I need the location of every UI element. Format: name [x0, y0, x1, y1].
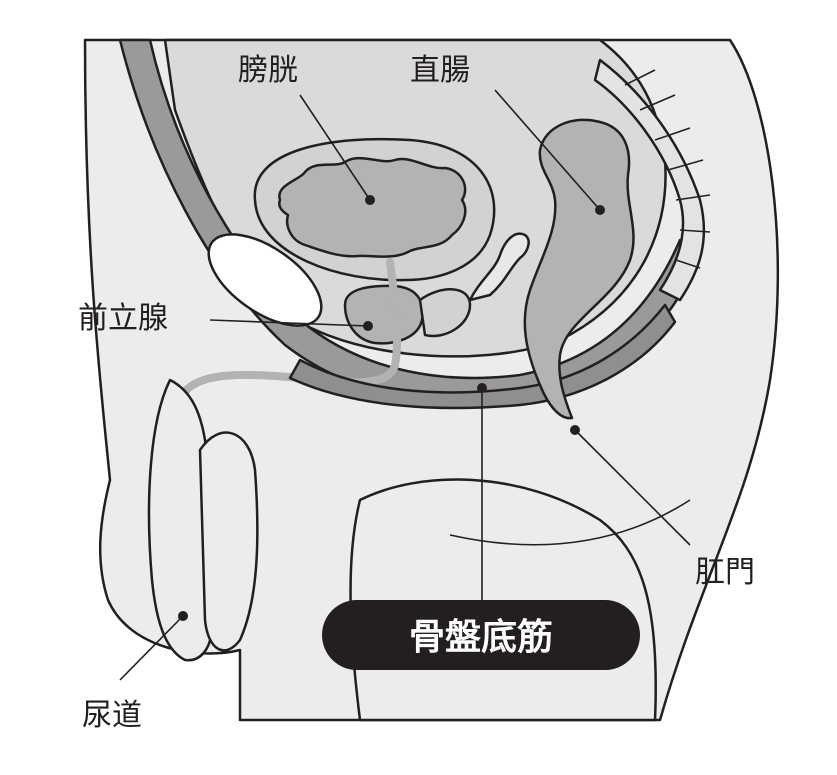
leader-anus — [570, 425, 691, 546]
spine — [593, 58, 711, 302]
penis — [147, 378, 215, 662]
bladder — [278, 156, 467, 258]
label-urethra: 尿道 — [82, 698, 142, 733]
label-rectum: 直腸 — [410, 53, 470, 88]
vas-deferens — [468, 232, 530, 302]
thigh-crease — [449, 499, 691, 546]
rectum — [523, 118, 635, 420]
scrotum — [198, 431, 259, 652]
leader-rectum — [494, 89, 605, 215]
label-pelvic-floor: 骨盤底筋 — [409, 617, 553, 658]
pelvic-floor-badge — [322, 600, 640, 670]
pelvic-floor-muscle — [288, 303, 677, 410]
leader-urethra — [119, 611, 188, 681]
label-anus: 肛門 — [695, 555, 755, 590]
leader-bladder — [299, 94, 375, 205]
seminal-vesicle — [418, 288, 472, 338]
leader-prostate — [209, 319, 373, 331]
prostate — [343, 284, 424, 345]
pubic-bone — [207, 233, 323, 327]
label-bladder: 膀胱 — [238, 53, 298, 88]
label-prostate: 前立腺 — [78, 301, 168, 336]
leader-pelvic-floor — [477, 383, 487, 605]
